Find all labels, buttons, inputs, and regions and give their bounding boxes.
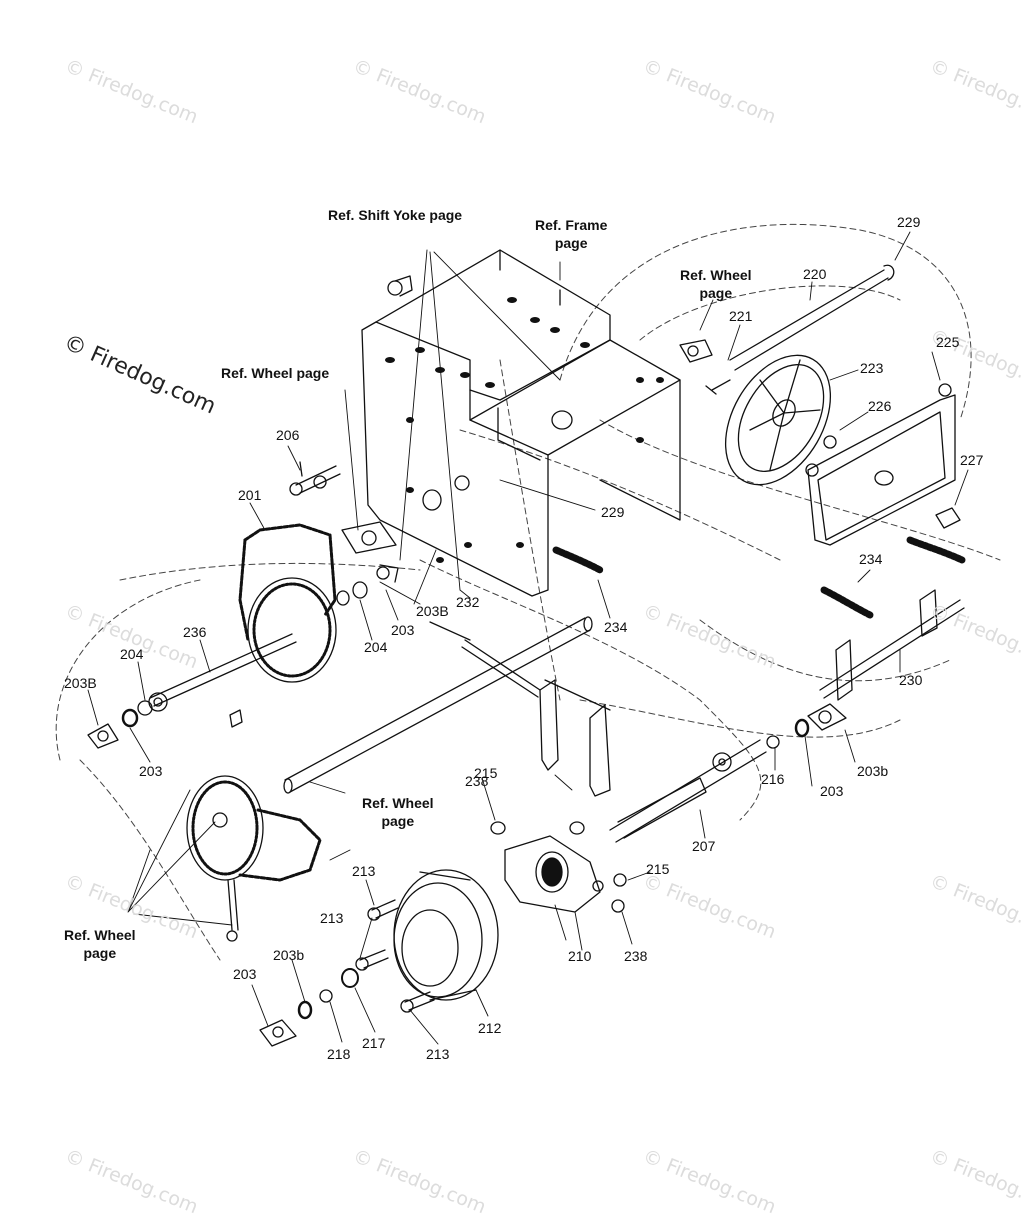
wheel-223 xyxy=(724,354,832,486)
part-label: 223 xyxy=(860,360,884,376)
part-label: 227 xyxy=(960,452,984,468)
part-label: 215 xyxy=(474,765,498,781)
part-label: 238 xyxy=(624,948,648,964)
part-label: 203 xyxy=(820,783,844,799)
ref-shift-yoke: Ref. Shift Yoke page xyxy=(328,207,463,223)
part-label: 203 xyxy=(139,763,163,779)
bolt xyxy=(705,379,731,395)
frame-plate xyxy=(361,249,681,597)
bushing xyxy=(551,410,573,430)
dashed-outlines xyxy=(55,223,1001,961)
flange-203 xyxy=(259,1019,297,1047)
ref-frame-line1: Ref. Frame xyxy=(535,217,608,233)
washer-226 xyxy=(823,435,837,449)
part-label: 213 xyxy=(352,863,376,879)
ref-wheel-bottom-line1: Ref. Wheel xyxy=(64,927,136,943)
ref-wheel-bottom-line2: page xyxy=(83,945,117,962)
part-label: 236 xyxy=(183,624,207,640)
long-shaft xyxy=(284,617,591,793)
shaft-220 xyxy=(729,269,889,371)
part-label: 220 xyxy=(803,266,827,282)
bearing-flange xyxy=(341,521,397,554)
axle-207 xyxy=(609,739,767,843)
sprocket-large xyxy=(247,577,337,683)
axle-236 xyxy=(149,633,297,707)
flange-203B xyxy=(87,723,119,749)
part-label: 217 xyxy=(362,1035,386,1051)
part-label: 234 xyxy=(604,619,628,635)
nut-227 xyxy=(935,507,961,529)
frame-holes xyxy=(385,297,664,563)
ref-wheel-bottom: Ref. Wheel page xyxy=(64,926,136,962)
part-label: 203 xyxy=(233,966,257,982)
part-label: 213 xyxy=(320,910,344,926)
housing-210 xyxy=(504,835,601,913)
part-label: 201 xyxy=(238,487,262,503)
part-label: 212 xyxy=(478,1020,502,1036)
part-label: 207 xyxy=(692,838,716,854)
part-label: 203B xyxy=(416,603,449,619)
part-label: 204 xyxy=(120,646,144,662)
part-label: 204 xyxy=(364,639,388,655)
ring-229-top xyxy=(883,264,895,281)
springs-234 xyxy=(552,536,966,619)
part-label: 203b xyxy=(857,763,889,779)
part-label: 229 xyxy=(601,504,625,520)
ref-wheel-mid: Ref. Wheel page xyxy=(362,794,434,830)
part-label: 234 xyxy=(859,551,883,567)
ref-wheel-top: Ref. Wheel page xyxy=(680,266,752,302)
part-label: 215 xyxy=(646,861,670,877)
part-label: 232 xyxy=(456,594,480,610)
leader-lines xyxy=(87,231,969,1045)
sprocket-lower xyxy=(186,775,264,881)
part-label: 203B xyxy=(64,675,97,691)
part-label: 229 xyxy=(897,214,921,230)
gear-207 xyxy=(712,752,732,772)
ref-wheel-mid-line1: Ref. Wheel xyxy=(362,795,434,811)
bushing xyxy=(422,489,442,511)
ref-wheel-top-line2: page xyxy=(699,285,733,302)
plate-225 xyxy=(807,394,956,546)
part-label: 221 xyxy=(729,308,753,324)
chain-lower xyxy=(238,808,322,882)
pulley-212 xyxy=(393,869,499,1001)
ref-frame: Ref. Frame page xyxy=(535,216,607,252)
part-label: 230 xyxy=(899,672,923,688)
part-label: 225 xyxy=(936,334,960,350)
part-label: 203b xyxy=(273,947,305,963)
ring-229 xyxy=(454,475,470,491)
part-label: 203 xyxy=(391,622,415,638)
part-label: 238 xyxy=(465,773,489,789)
bolt-206 xyxy=(295,465,341,494)
ref-frame-line2: page xyxy=(554,235,588,252)
chain-201 xyxy=(238,523,337,642)
ref-wheel-mid-line2: page xyxy=(381,813,415,830)
part-label: 206 xyxy=(276,427,300,443)
ref-wheel-top-line1: Ref. Wheel xyxy=(680,267,752,283)
part-label: 210 xyxy=(568,948,592,964)
shift-fork xyxy=(539,679,559,771)
bearing-221 xyxy=(679,339,713,363)
part-label: 213 xyxy=(426,1046,450,1062)
part-label: 218 xyxy=(327,1046,351,1062)
ref-wheel-left: Ref. Wheel page xyxy=(221,365,330,381)
part-label: 226 xyxy=(868,398,892,414)
part-label: 216 xyxy=(761,771,785,787)
